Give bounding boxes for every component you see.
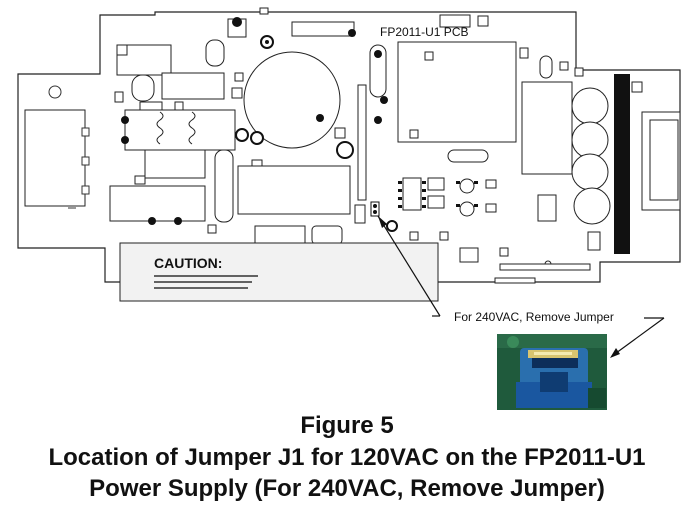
jumper-j1 xyxy=(370,201,380,217)
left-connector xyxy=(24,109,86,207)
inductor-block xyxy=(124,109,236,151)
bulk-capacitor xyxy=(243,51,341,149)
callout-text: For 240VAC, Remove Jumper xyxy=(454,310,614,324)
callout-arrow-board xyxy=(377,215,441,317)
caution-panel xyxy=(119,242,439,302)
mounting-hole-left xyxy=(48,85,62,99)
heatsink xyxy=(614,74,630,254)
pcb-label: FP2011-U1 PCB xyxy=(380,25,468,39)
caution-label: CAUTION: xyxy=(154,255,222,271)
transformer xyxy=(397,41,517,143)
caption-line-1: Location of Jumper J1 for 120VAC on the … xyxy=(48,444,646,471)
caption-line-2: Power Supply (For 240VAC, Remove Jumper) xyxy=(89,475,605,502)
jumper-photo xyxy=(497,334,607,410)
control-ic xyxy=(402,177,422,211)
figure-number: Figure 5 xyxy=(300,412,394,439)
callout-arrow-photo xyxy=(611,317,665,357)
